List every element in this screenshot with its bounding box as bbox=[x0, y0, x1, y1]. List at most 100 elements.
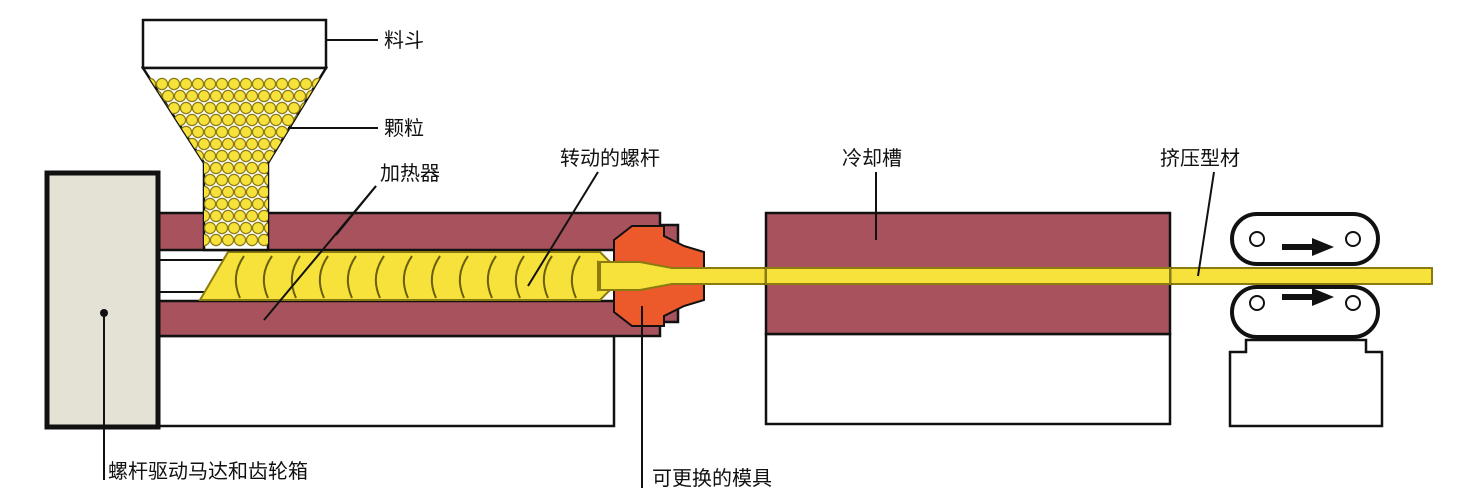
label-extruded-profile: 挤压型材 bbox=[1160, 146, 1240, 170]
hopper-lid bbox=[141, 18, 328, 70]
haul-off-unit bbox=[1228, 212, 1384, 428]
granule bbox=[143, 125, 157, 139]
granule bbox=[245, 137, 259, 151]
granule bbox=[203, 197, 217, 211]
granule bbox=[263, 197, 277, 211]
granule bbox=[185, 161, 199, 175]
granule bbox=[173, 137, 187, 151]
granule bbox=[269, 113, 283, 127]
granule bbox=[293, 113, 307, 127]
granule bbox=[239, 221, 253, 235]
screw-flight bbox=[262, 255, 273, 299]
granule bbox=[227, 197, 241, 211]
granule bbox=[209, 209, 223, 223]
granule bbox=[251, 173, 265, 187]
granule bbox=[263, 77, 277, 91]
label-heater: 加热器 bbox=[380, 161, 440, 185]
granule bbox=[161, 185, 175, 199]
granule bbox=[209, 185, 223, 199]
granule bbox=[203, 125, 217, 139]
cooling-tank-stand bbox=[764, 332, 1172, 426]
granule bbox=[263, 125, 277, 139]
granule bbox=[215, 125, 229, 139]
granule bbox=[293, 185, 307, 199]
granule bbox=[245, 233, 259, 247]
granule bbox=[191, 101, 205, 115]
label-granules: 颗粒 bbox=[384, 116, 424, 140]
granule bbox=[269, 161, 283, 175]
granule bbox=[287, 173, 301, 187]
granule bbox=[179, 197, 193, 211]
granule bbox=[227, 221, 241, 235]
granule bbox=[185, 185, 199, 199]
granule bbox=[155, 125, 169, 139]
roller-upper-left bbox=[1249, 231, 1265, 247]
granule bbox=[311, 101, 325, 115]
screw-flight bbox=[402, 255, 413, 299]
granule bbox=[203, 101, 217, 115]
hopper bbox=[140, 18, 329, 252]
granule bbox=[227, 173, 241, 187]
granule bbox=[185, 113, 199, 127]
haul-off-upper-belt bbox=[1230, 212, 1380, 266]
granule bbox=[275, 77, 289, 91]
granule bbox=[155, 149, 169, 163]
granule bbox=[263, 173, 277, 187]
granule bbox=[227, 101, 241, 115]
arrow-lower-icon bbox=[1282, 288, 1334, 306]
granule bbox=[173, 89, 187, 103]
granule bbox=[191, 77, 205, 91]
granule bbox=[221, 209, 235, 223]
granule bbox=[215, 221, 229, 235]
granule bbox=[299, 77, 313, 91]
granule bbox=[257, 161, 271, 175]
granule bbox=[299, 197, 313, 211]
granule bbox=[287, 77, 301, 91]
granule bbox=[215, 77, 229, 91]
granule bbox=[257, 233, 271, 247]
roller-upper-right bbox=[1345, 231, 1361, 247]
label-rotating-screw: 转动的螺杆 bbox=[560, 146, 660, 170]
granule bbox=[161, 113, 175, 127]
granule bbox=[215, 101, 229, 115]
label-drive-motor-gearbox: 螺杆驱动马达和齿轮箱 bbox=[108, 459, 308, 483]
granule bbox=[239, 173, 253, 187]
granule bbox=[233, 113, 247, 127]
screw-flight bbox=[346, 255, 357, 299]
granule bbox=[173, 185, 187, 199]
granule bbox=[149, 113, 163, 127]
granule bbox=[209, 113, 223, 127]
label-cooling-tank: 冷却槽 bbox=[842, 146, 902, 170]
granule bbox=[209, 89, 223, 103]
motor-gearbox bbox=[44, 170, 161, 430]
granule bbox=[215, 173, 229, 187]
granule bbox=[233, 161, 247, 175]
granule bbox=[209, 233, 223, 247]
granule bbox=[269, 89, 283, 103]
granule bbox=[251, 77, 265, 91]
screw-flight bbox=[514, 255, 525, 299]
granule bbox=[245, 89, 259, 103]
granule bbox=[227, 77, 241, 91]
granule bbox=[275, 101, 289, 115]
label-replaceable-die: 可更换的模具 bbox=[652, 466, 772, 490]
granule bbox=[281, 161, 295, 175]
granule bbox=[233, 233, 247, 247]
barrel-bottom bbox=[156, 299, 680, 338]
granule bbox=[293, 137, 307, 151]
granule bbox=[239, 77, 253, 91]
screw-flight bbox=[486, 255, 497, 299]
granule bbox=[185, 89, 199, 103]
screw-flight bbox=[458, 255, 469, 299]
screw-flight bbox=[318, 255, 329, 299]
screw-flight bbox=[374, 255, 385, 299]
granule bbox=[209, 137, 223, 151]
granule bbox=[251, 221, 265, 235]
granule bbox=[233, 209, 247, 223]
screw-flight bbox=[570, 255, 581, 299]
granule bbox=[161, 89, 175, 103]
granule bbox=[239, 197, 253, 211]
granule bbox=[179, 149, 193, 163]
granule bbox=[161, 161, 175, 175]
